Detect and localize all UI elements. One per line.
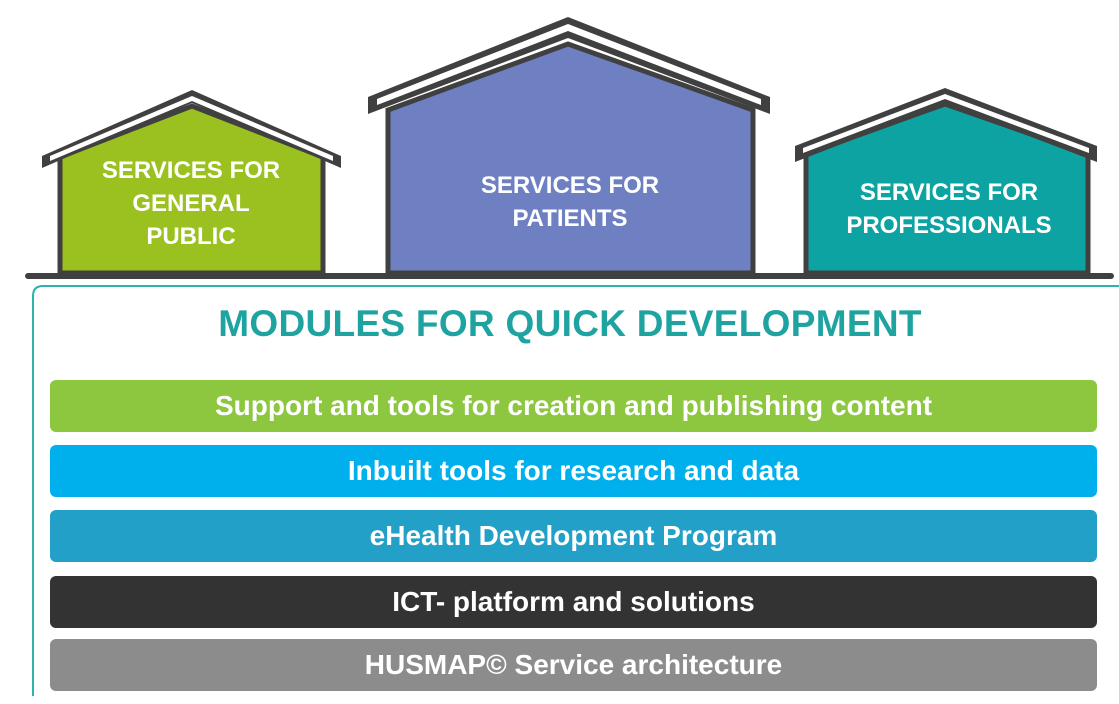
module-bar-ict-platform: ICT- platform and solutions [50, 576, 1097, 628]
house-label-patients: SERVICES FOR PATIENTS [480, 172, 660, 232]
house-label-general-public: SERVICES FOR GENERAL PUBLIC [101, 157, 281, 250]
modules-panel-frame [32, 285, 1119, 696]
module-bar-research-data: Inbuilt tools for research and data [50, 445, 1097, 497]
modules-title: MODULES FOR QUICK DEVELOPMENT [218, 303, 922, 344]
module-bar-service-architecture: HUSMAP© Service architecture [50, 639, 1097, 691]
module-bar-content-tools: Support and tools for creation and publi… [50, 380, 1097, 432]
house-patients [368, 17, 770, 276]
house-body [385, 41, 756, 276]
house-general-public [42, 90, 341, 276]
house-professionals [795, 88, 1097, 276]
house-label-professionals: SERVICES FOR PROFESSIONALS [846, 179, 1052, 239]
roof-outer [368, 17, 770, 114]
roof-outer [795, 88, 1097, 162]
module-bar-ehealth-program: eHealth Development Program [50, 510, 1097, 562]
